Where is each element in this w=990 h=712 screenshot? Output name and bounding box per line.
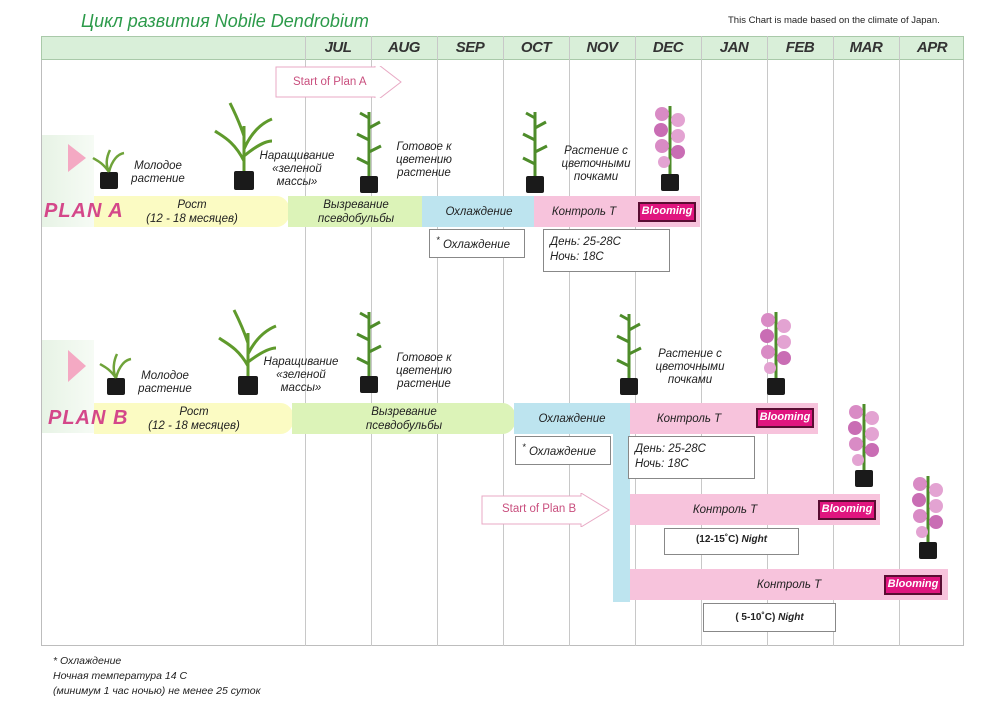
plan-a-temp-note: День: 25-28C Ночь: 18C xyxy=(543,229,670,272)
month-oct: OCT xyxy=(520,39,552,56)
climate-note: This Chart is made based on the climate … xyxy=(728,15,940,26)
plan-b-mature-segment: Вызревание псевдобульбы xyxy=(292,403,516,434)
plan-b-label: PLAN B xyxy=(48,407,129,429)
plan-b-row3-temp: ( 5-10˚C) xyxy=(735,612,776,623)
plan-a-control-segment: Контроль T xyxy=(534,196,634,227)
plan-b-cool-note-text: Охлаждение xyxy=(528,445,597,458)
month-header-bar xyxy=(41,36,964,60)
plan-a-cool-note: * Охлаждение xyxy=(429,229,525,258)
month-jul: JUL xyxy=(324,39,352,56)
plan-b-cool-note: * Охлаждение xyxy=(515,436,611,465)
month-mar: MAR xyxy=(849,39,883,56)
start-plan-b-arrow xyxy=(481,493,610,527)
start-plan-b-label: Start of Plan B xyxy=(502,503,577,515)
plan-b-ready-caption: Готовое к цветению растение xyxy=(396,352,452,390)
month-divider xyxy=(701,36,702,646)
plan-b-growth-label: Рост (12 - 18 месяцев) xyxy=(148,405,240,432)
footnote: * Охлаждение Ночная температура 14 С (ми… xyxy=(53,654,261,699)
plan-a-arrow-icon xyxy=(68,144,86,172)
plan-a-cool-label: Охлаждение xyxy=(445,205,513,218)
growing-plant-icon xyxy=(218,309,277,395)
bud-plant-icon xyxy=(616,313,642,395)
plan-b-mature-label: Вызревание псевдобульбы xyxy=(365,405,443,432)
young-plant-icon xyxy=(92,149,125,189)
plan-b-arrow-icon xyxy=(68,350,86,382)
plan-a-blooming-badge: Blooming xyxy=(638,202,696,222)
flowering-plant-icon xyxy=(654,106,685,191)
plan-b-row2-night-note: (12-15˚C) Night xyxy=(664,528,799,555)
plan-b-temp-note: День: 25-28C Ночь: 18C xyxy=(628,436,755,479)
page-title: Цикл развития Nobile Dendrobium xyxy=(81,11,369,31)
month-divider xyxy=(371,36,372,646)
plan-b-row2-control-label: Контроль T xyxy=(692,503,758,516)
plan-b-young-caption: Молодое растение xyxy=(138,370,192,395)
asterisk-mark: * xyxy=(436,235,440,246)
month-dec: DEC xyxy=(652,39,684,56)
plan-a-mature-segment: Вызревание псевдобульбы xyxy=(288,196,424,227)
month-divider xyxy=(569,36,570,646)
plan-b-cool-label: Охлаждение xyxy=(538,412,606,425)
plan-a-label: PLAN A xyxy=(44,200,124,222)
footnote-line-1: * Охлаждение xyxy=(53,655,122,667)
plan-b-growth-segment: Рост (12 - 18 месяцев) xyxy=(94,403,294,434)
plan-b-row3-blooming-badge: Blooming xyxy=(884,575,942,595)
month-sep: SEP xyxy=(455,39,485,56)
plan-b-mass-caption: Наращивание «зеленой массы» xyxy=(263,356,339,394)
month-divider xyxy=(503,36,504,646)
plan-b-row2-temp: (12-15˚C) xyxy=(695,534,739,545)
month-divider xyxy=(899,36,900,646)
plan-a-young-caption: Молодое растение xyxy=(131,160,185,185)
plan-a-mature-label: Вызревание псевдобульбы xyxy=(317,198,395,225)
start-plan-a-arrow xyxy=(275,66,402,98)
month-divider xyxy=(305,36,306,646)
plan-a-mass-caption: Наращивание «зеленой массы» xyxy=(259,150,335,188)
young-plant-icon xyxy=(99,353,132,395)
plan-b-control-label: Контроль T xyxy=(656,412,722,425)
plan-a-control-label: Контроль T xyxy=(551,205,617,218)
month-divider xyxy=(635,36,636,646)
plan-b-blooming-badge: Blooming xyxy=(756,408,814,428)
start-plan-a-label: Start of Plan A xyxy=(293,76,367,88)
plan-b-buds-caption: Растение с цветочными почками xyxy=(655,348,725,386)
bud-plant-icon xyxy=(522,111,548,193)
plan-b-temp-text: День: 25-28C Ночь: 18C xyxy=(635,443,706,470)
month-nov: NOV xyxy=(586,39,618,56)
plan-b-row2-blooming-badge: Blooming xyxy=(818,500,876,520)
month-jan: JAN xyxy=(719,39,749,56)
month-feb: FEB xyxy=(785,39,815,56)
plan-a-growth-label: Рост (12 - 18 месяцев) xyxy=(146,198,238,225)
month-divider xyxy=(833,36,834,646)
plan-b-cool-connector xyxy=(613,434,630,602)
plan-a-ready-caption: Готовое к цветению растение xyxy=(396,141,452,179)
month-divider xyxy=(437,36,438,646)
asterisk-mark: * xyxy=(522,442,526,453)
plan-a-cool-note-text: Охлаждение xyxy=(442,238,511,251)
plan-a-temp-text: День: 25-28C Ночь: 18C xyxy=(550,236,621,263)
plan-b-row3-control-label: Контроль T xyxy=(756,578,822,591)
plan-a-buds-caption: Растение с цветочными почками xyxy=(561,145,631,183)
plan-b-row3-unit: Night xyxy=(778,612,804,623)
plan-b-row2-unit: Night xyxy=(741,534,768,545)
footnote-line-3: (минимум 1 час ночью) не менее 25 суток xyxy=(53,685,261,697)
plan-a-cool-segment: Охлаждение xyxy=(422,196,536,227)
ready-plant-icon xyxy=(356,111,382,193)
month-aug: AUG xyxy=(388,39,420,56)
plan-b-row3-night-note: ( 5-10˚C) Night xyxy=(703,603,836,632)
ready-plant-icon xyxy=(356,311,382,393)
month-apr: APR xyxy=(916,39,948,56)
flowering-plant-icon xyxy=(848,404,879,487)
flowering-plant-icon xyxy=(760,312,791,395)
flowering-plant-icon xyxy=(912,476,943,559)
footnote-line-2: Ночная температура 14 С xyxy=(53,670,188,682)
growing-plant-icon xyxy=(214,102,273,190)
plan-b-cool-segment: Охлаждение xyxy=(514,403,630,434)
plan-a-growth-segment: Рост (12 - 18 месяцев) xyxy=(94,196,290,227)
